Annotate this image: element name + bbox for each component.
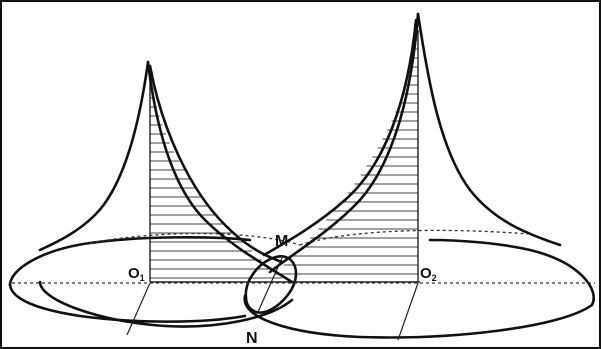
label-n: N: [246, 330, 258, 347]
right-surface-inner-profile-2: [262, 18, 418, 257]
left-surface-outer-profile: [38, 60, 150, 252]
hatch-left: [150, 79, 283, 279]
left-base-ellipse-back: [89, 232, 301, 246]
intersection-lens: [244, 255, 298, 314]
right-surface-outer-profile: [416, 12, 562, 247]
radius-left: [126, 282, 151, 336]
left-surface-inner-profile-1: [146, 60, 294, 284]
left-surface-inner-profile-2: [148, 64, 284, 264]
label-o1: O1: [128, 265, 145, 283]
left-base-ellipse-left-bottom: [8, 283, 247, 323]
radius-right: [397, 282, 419, 341]
right-surface-inner-profile-1: [268, 12, 420, 274]
label-o2: O2: [420, 265, 437, 283]
hatch-right: [274, 39, 418, 275]
right-base-ellipse: [243, 238, 595, 339]
left-base-ellipse-front: [38, 280, 294, 328]
label-m: M: [275, 233, 288, 250]
